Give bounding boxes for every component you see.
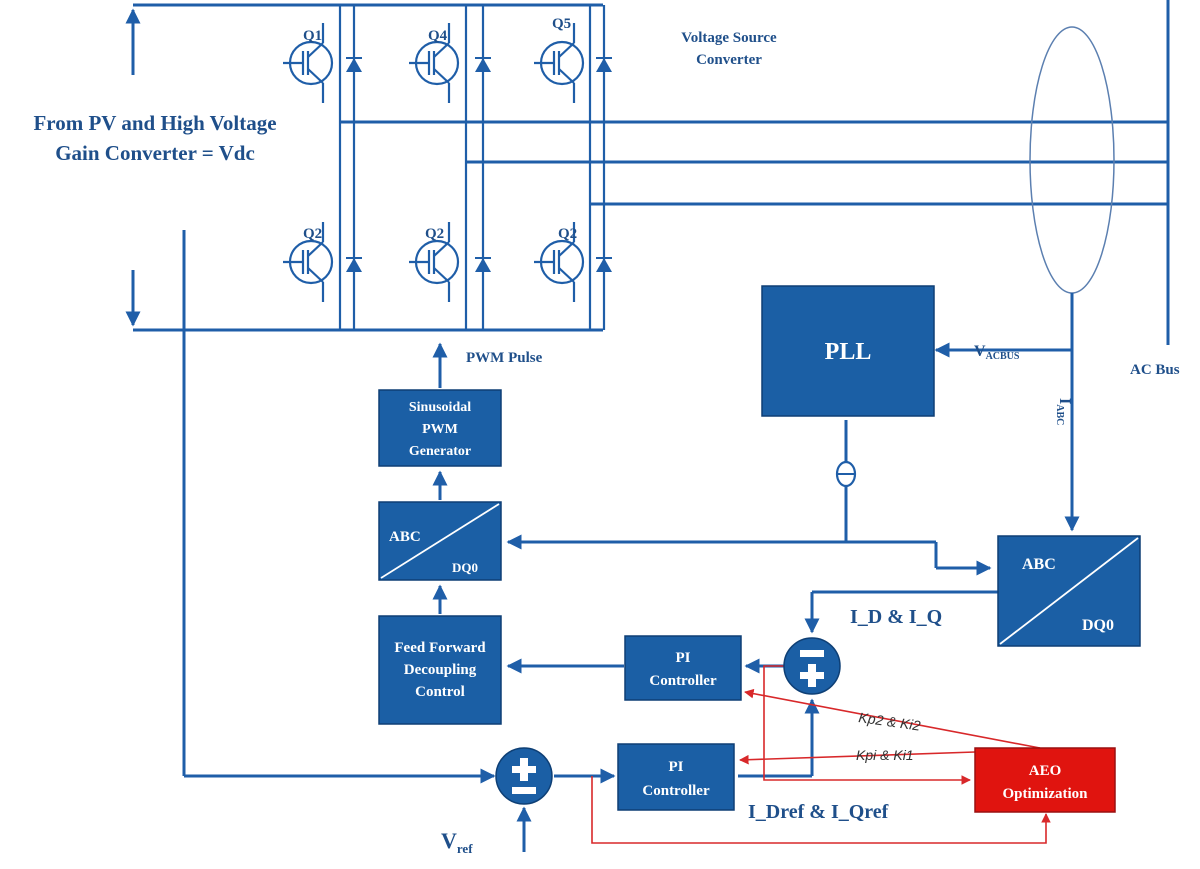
idref-iqref-label: I_Dref & I_Qref — [748, 801, 889, 823]
diode-icon — [346, 57, 612, 272]
pi-upper-line1: PI — [676, 650, 691, 666]
ffdc-line1: Feed Forward — [394, 640, 486, 656]
pi-lower-block: PI Controller — [617, 743, 735, 811]
ffdc-line2: Decoupling — [404, 662, 477, 678]
abc-dq0-left-block: ABC DQ0 — [378, 501, 502, 581]
switch-label-q1: Q1 — [303, 28, 322, 44]
aeo-block: AEO Optimization — [974, 747, 1116, 813]
switch-label-q2c: Q2 — [558, 226, 577, 242]
iabc-label: IABC — [1054, 398, 1073, 425]
dq0-right-label: DQ0 — [1082, 617, 1114, 634]
summing-junction-lower — [495, 747, 553, 805]
vsc-label-line2: Converter — [696, 52, 762, 68]
switch-label-q2a: Q2 — [303, 226, 322, 242]
spwm-line2: PWM — [422, 422, 458, 437]
spwm-line1: Sinusoidal — [409, 400, 471, 415]
abc-left-label: ABC — [389, 529, 421, 545]
phase-lines — [340, 0, 1170, 345]
pi-upper-block: PI Controller — [624, 635, 742, 701]
vacbus-label: VACBUS — [974, 343, 1020, 362]
kp1-label: Kpi & Ki1 — [856, 747, 914, 763]
switch-label-q4: Q4 — [428, 28, 448, 44]
vsc-label-line1: Voltage Source — [681, 30, 777, 46]
spwm-block: Sinusoidal PWM Generator — [378, 389, 502, 467]
switch-label-q5: Q5 — [552, 16, 571, 32]
pwm-pulse-label: PWM Pulse — [466, 350, 543, 366]
switch-label-q2b: Q2 — [425, 226, 444, 242]
id-iq-label: I_D & I_Q — [850, 606, 942, 628]
source-label-line2: Gain Converter = Vdc — [55, 141, 255, 165]
pll-label: PLL — [825, 339, 872, 365]
abc-right-label: ABC — [1022, 556, 1056, 573]
ffdc-line3: Control — [415, 684, 465, 700]
optimization-links — [591, 665, 1051, 844]
summing-junction-upper — [783, 637, 841, 695]
abc-dq0-right-block: ABC DQ0 — [997, 535, 1141, 647]
transistor-icon — [283, 23, 585, 302]
spwm-line3: Generator — [409, 444, 471, 459]
vref-label: Vref — [441, 828, 473, 856]
ct-ellipse — [1029, 26, 1115, 294]
ac-bus-label: AC Bus — [1130, 362, 1180, 378]
kp2-label: Kp2 & Ki2 — [858, 709, 922, 734]
source-label-line1: From PV and High Voltage — [33, 111, 276, 135]
dq0-left-label: DQ0 — [452, 560, 478, 575]
dc-bus — [125, 3, 603, 332]
pi-lower-line2: Controller — [642, 783, 710, 799]
pi-lower-line1: PI — [669, 759, 684, 775]
aeo-line2: Optimization — [1003, 786, 1089, 802]
pll-block: PLL — [761, 285, 935, 417]
pi-upper-line2: Controller — [649, 673, 717, 689]
ffdc-block: Feed Forward Decoupling Control — [378, 615, 502, 725]
aeo-line1: AEO — [1029, 763, 1062, 779]
